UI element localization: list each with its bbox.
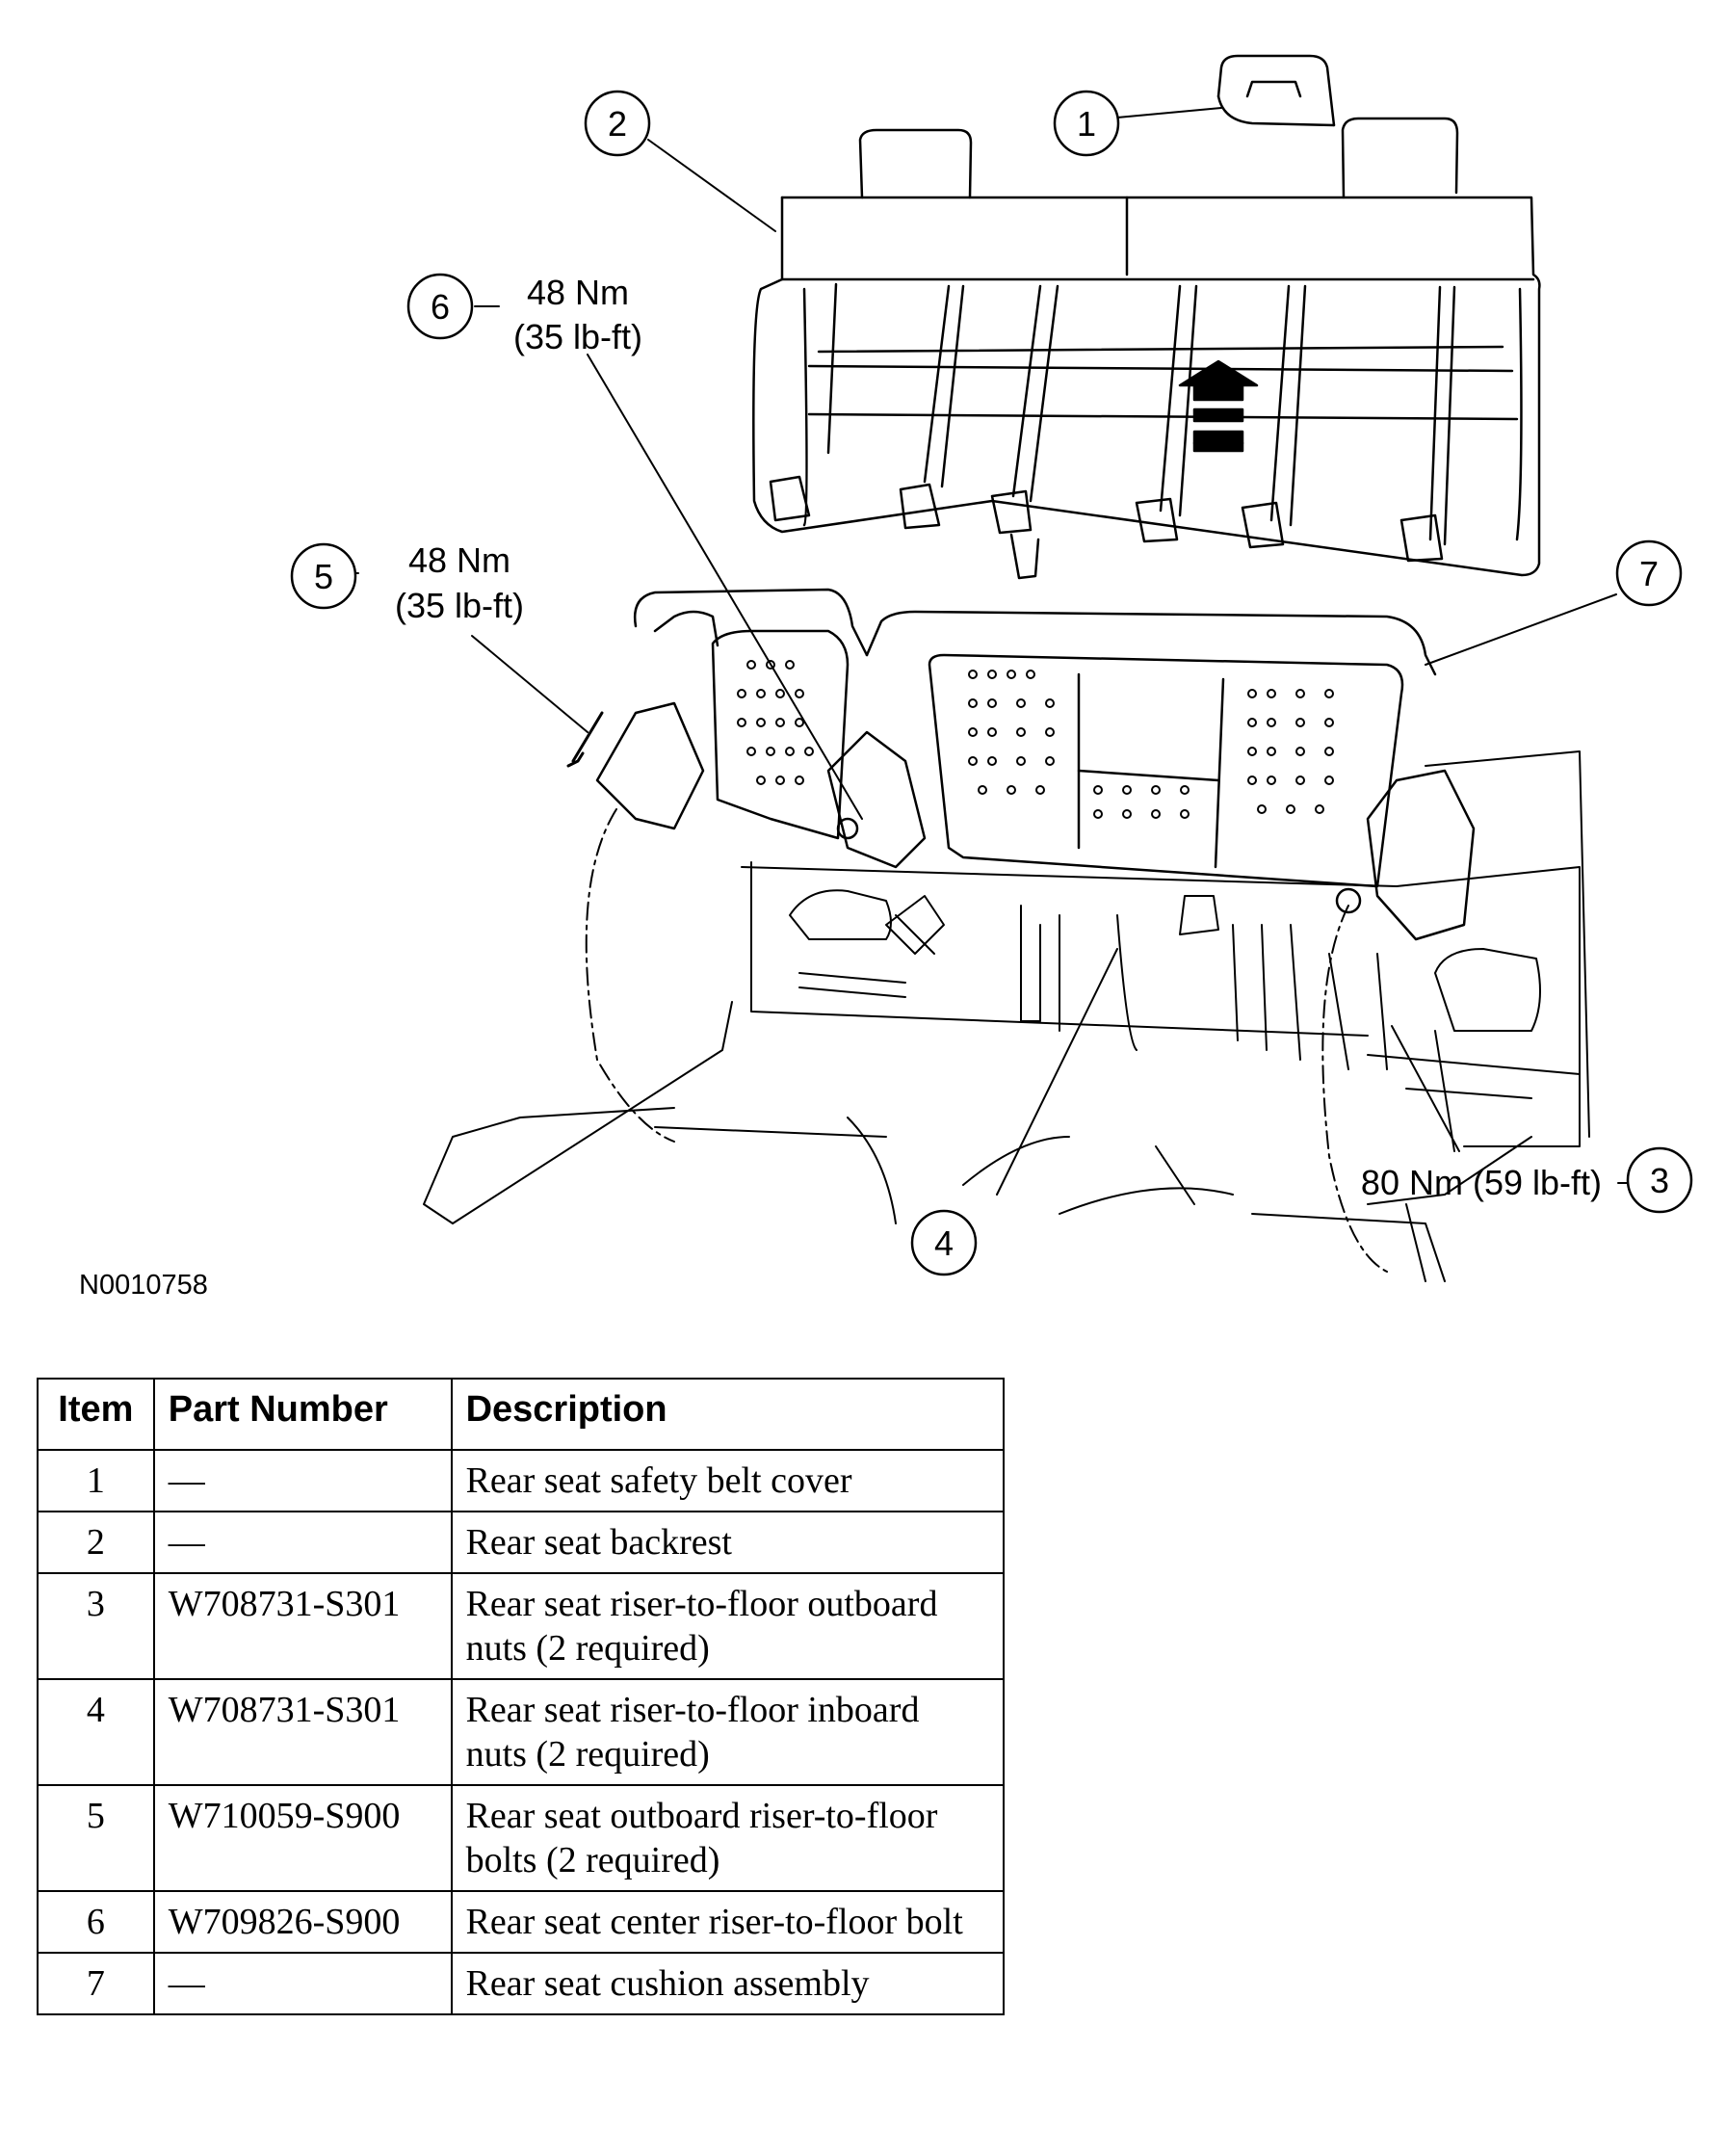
cell-item: 2 — [37, 1511, 155, 1574]
table-row: 3 W708731-S301 Rear seat riser-to-floor … — [37, 1572, 1006, 1680]
cell-part-number: — — [152, 1449, 453, 1512]
table-row: 1 — Rear seat safety belt cover — [37, 1449, 1006, 1512]
callout-2: 2 — [584, 90, 651, 157]
cell-item: 4 — [37, 1678, 155, 1786]
table-row: 2 — Rear seat backrest — [37, 1511, 1006, 1574]
callout-2-number: 2 — [608, 104, 627, 144]
table-row: 6 W709826-S900 Rear seat center riser-to… — [37, 1890, 1006, 1954]
cell-part-number: W709826-S900 — [152, 1890, 453, 1954]
cell-part-number: — — [152, 1511, 453, 1574]
cell-part-number: W708731-S301 — [152, 1678, 453, 1786]
table-row: 5 W710059-S900 Rear seat outboard riser-… — [37, 1784, 1006, 1892]
callout-7: 7 — [1615, 539, 1683, 607]
cell-description: Rear seat cushion assembly — [450, 1952, 1006, 2015]
cell-item: 6 — [37, 1890, 155, 1954]
figure-id: N0010758 — [79, 1270, 208, 1301]
cell-part-number: — — [152, 1952, 453, 2015]
callout-1-number: 1 — [1077, 104, 1096, 144]
callout-5-torque-lbft: (35 lb-ft) — [395, 586, 524, 625]
table-header-row: Item Part Number Description — [37, 1378, 1006, 1451]
table-row: 4 W708731-S301 Rear seat riser-to-floor … — [37, 1678, 1006, 1786]
callout-5-number: 5 — [314, 557, 333, 596]
callout-4-number: 4 — [934, 1223, 954, 1263]
callout-6-torque-lbft: (35 lb-ft) — [513, 317, 642, 356]
cell-item: 5 — [37, 1784, 155, 1892]
rear-seat-backrest — [752, 117, 1541, 580]
cell-description: Rear seat center riser-to-floor bolt — [450, 1890, 1006, 1954]
cell-description: Rear seat riser-to-floor outboard nuts (… — [450, 1572, 1006, 1680]
cell-part-number: W710059-S900 — [152, 1784, 453, 1892]
safety-belt-cover — [1216, 54, 1336, 127]
callout-4: 4 — [910, 1209, 978, 1276]
table-row: 7 — Rear seat cushion assembly — [37, 1952, 1006, 2015]
parts-table: Item Part Number Description 1 — Rear se… — [37, 1378, 1006, 2015]
callout-3-torque: 80 Nm (59 lb-ft) — [1361, 1163, 1602, 1202]
cell-item: 7 — [37, 1952, 155, 2015]
callout-3-number: 3 — [1650, 1161, 1669, 1200]
cell-description: Rear seat outboard riser-to-floor bolts … — [450, 1784, 1006, 1892]
cell-description: Rear seat backrest — [450, 1511, 1006, 1574]
callout-6: 6 48 Nm (35 lb-ft) — [406, 273, 642, 356]
vehicle-floor — [423, 750, 1590, 1282]
header-description: Description — [450, 1378, 1006, 1451]
callout-7-number: 7 — [1639, 554, 1659, 593]
header-item: Item — [37, 1378, 155, 1451]
callout-3: 3 80 Nm (59 lb-ft) — [1361, 1146, 1693, 1214]
cell-item: 3 — [37, 1572, 155, 1680]
leader-lines — [353, 107, 1629, 1196]
callout-5: 5 48 Nm (35 lb-ft) — [290, 540, 524, 625]
cell-description: Rear seat riser-to-floor inboard nuts (2… — [450, 1678, 1006, 1786]
cell-part-number: W708731-S301 — [152, 1572, 453, 1680]
callout-6-number: 6 — [431, 287, 450, 327]
callout-6-torque-nm: 48 Nm — [527, 273, 629, 312]
callout-1: 1 — [1053, 90, 1120, 157]
seat-exploded-diagram: 1 2 6 48 Nm (35 lb-ft) 5 48 Nm (35 lb-ft… — [79, 54, 1693, 1301]
cell-item: 1 — [37, 1449, 155, 1512]
header-part-number: Part Number — [152, 1378, 453, 1451]
callout-5-torque-nm: 48 Nm — [408, 540, 510, 580]
rear-seat-cushion-assembly — [566, 588, 1476, 941]
cell-description: Rear seat safety belt cover — [450, 1449, 1006, 1512]
